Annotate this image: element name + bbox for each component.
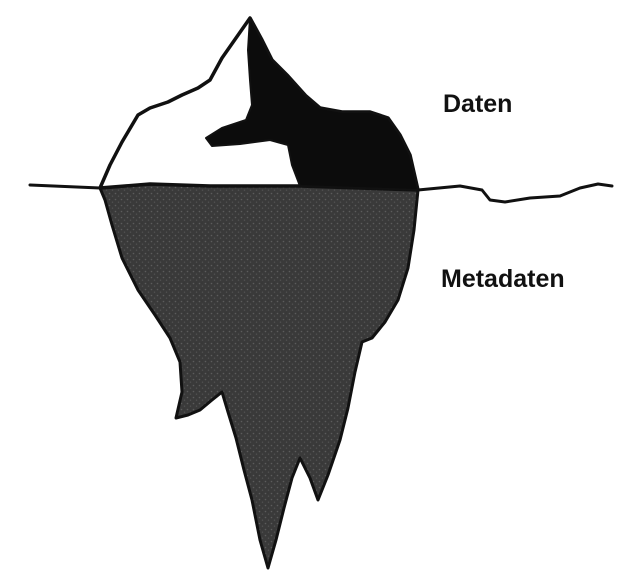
label-metadaten: Metadaten xyxy=(441,267,565,292)
iceberg-submerged-part xyxy=(100,180,418,568)
label-daten: Daten xyxy=(443,92,512,117)
